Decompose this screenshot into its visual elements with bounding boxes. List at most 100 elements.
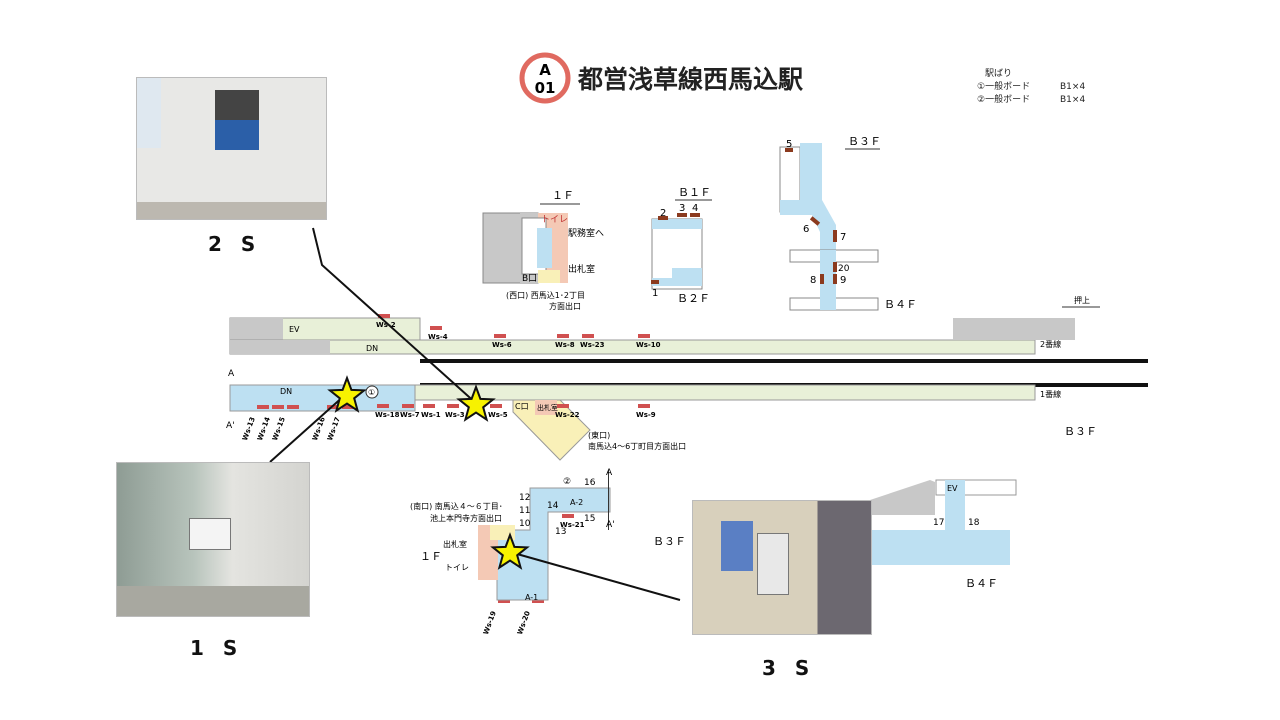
poster-number: 18 xyxy=(968,518,980,528)
board-marker: ② xyxy=(563,477,571,487)
ws-label: Ws-13 xyxy=(241,416,257,442)
ws-label: Ws-23 xyxy=(580,341,605,349)
logo-line: A xyxy=(539,61,551,79)
line-logo: A 01 xyxy=(519,52,571,104)
exit-description: 方面出口 xyxy=(549,301,581,311)
location-stars xyxy=(327,375,530,570)
room-label: 出札室 xyxy=(537,403,558,412)
callout-line-3s xyxy=(509,551,681,601)
track-label: 1番線 xyxy=(1040,389,1061,399)
stairs-label: DN xyxy=(280,387,292,396)
poster-number: 14 xyxy=(547,501,559,511)
toilet-label: トイレ xyxy=(541,215,568,225)
ws-poster-mark xyxy=(582,334,594,338)
wall-poster xyxy=(721,521,753,571)
b3f-b4f-shaft: Ｂ３Ｆ 5 6 7 8 9 20 Ｂ４Ｆ 押上 xyxy=(779,135,1100,311)
floor-label: Ｂ２Ｆ xyxy=(677,292,710,305)
ws-label: Ws-2 xyxy=(376,321,396,329)
callout-line-2s xyxy=(312,227,479,406)
ws-label: Ws-1 xyxy=(421,411,441,419)
poster-number: 6 xyxy=(803,224,809,235)
ev-label: EV xyxy=(947,484,958,493)
ws-poster-mark xyxy=(402,404,414,408)
ws-poster-mark xyxy=(447,404,459,408)
star-marker-icon xyxy=(456,384,496,422)
ws-poster-mark xyxy=(423,404,435,408)
b1f-b2f: Ｂ１Ｆ 2 3 4 1 Ｂ２Ｆ xyxy=(651,186,712,305)
ws-poster-mark xyxy=(498,599,510,603)
station-title: 都営浅草線西馬込駅 xyxy=(577,65,803,94)
ws-label: Ws-21 xyxy=(560,521,585,529)
ws-label: Ws-17 xyxy=(326,416,342,442)
ws-label: Ws-6 xyxy=(492,341,512,349)
ws-poster-mark xyxy=(557,334,569,338)
ws-poster-mark xyxy=(378,314,390,318)
floor-label: Ｂ４Ｆ xyxy=(884,298,917,311)
exit-label: C口 xyxy=(515,402,529,411)
room-label: 出札室 xyxy=(568,263,595,275)
legend-heading: 駅ばり xyxy=(985,68,1012,79)
ws-label: Ws-4 xyxy=(428,333,448,341)
star-marker-icon xyxy=(327,375,367,413)
poster-number: 11 xyxy=(519,506,530,516)
poster-number: 20 xyxy=(838,264,850,274)
ws-label: Ws-18 xyxy=(375,411,400,419)
ws-poster-mark xyxy=(257,405,269,409)
photo-2s xyxy=(136,77,327,220)
ws-poster-mark xyxy=(494,334,506,338)
ws-label: Ws-10 xyxy=(636,341,661,349)
marker-label: A-1 xyxy=(525,593,538,602)
poster-number: 1 xyxy=(652,288,658,299)
ws-label: Ws-22 xyxy=(555,411,580,419)
poster-number: 5 xyxy=(786,139,792,150)
ev-label: EV xyxy=(289,325,300,334)
section-marker: A' xyxy=(606,520,615,530)
floor-label: Ｂ４Ｆ xyxy=(965,577,998,590)
poster-number: 2 xyxy=(660,208,666,219)
exit-description: (東口) xyxy=(588,430,610,440)
exit-description: 南馬込4〜6丁町目方面出口 xyxy=(588,441,686,451)
board-poster xyxy=(215,120,259,150)
ws-poster-mark xyxy=(532,599,544,603)
ws-label: Ws-16 xyxy=(311,416,327,442)
poster-number: 8 xyxy=(810,275,816,286)
exit-description: (南口) 南馬込４〜６丁目･ xyxy=(410,501,503,511)
floor-label: Ｂ３Ｆ xyxy=(1064,425,1097,438)
ws-label: Ws-7 xyxy=(400,411,420,419)
star-marker-icon xyxy=(490,532,530,570)
ws-label: Ws-3 xyxy=(445,411,465,419)
poster-number: 13 xyxy=(555,527,566,537)
exit-label: B口 xyxy=(522,274,537,284)
ws-poster-mark xyxy=(287,405,299,409)
exit-description: (西口) 西馬込1･2丁目 xyxy=(506,291,585,300)
legend-label: ①一般ボード xyxy=(977,80,1030,92)
ws-poster-mark xyxy=(377,404,389,408)
poster-number: 15 xyxy=(584,514,595,524)
photo-label-2s: 2 S xyxy=(208,232,262,256)
board-marker: ① xyxy=(368,388,375,397)
poster-number: 12 xyxy=(519,493,530,503)
poster-number: 10 xyxy=(519,519,531,529)
ws-poster-mark xyxy=(557,404,569,408)
board-stand xyxy=(189,518,231,550)
poster-number: 17 xyxy=(933,518,944,528)
ws-poster-mark xyxy=(638,334,650,338)
photo-label-3s: 3 S xyxy=(762,656,816,680)
floor xyxy=(117,586,309,616)
ws-poster-mark xyxy=(272,405,284,409)
ws-label: Ws-14 xyxy=(256,416,272,442)
section-marker: A xyxy=(606,468,613,478)
room-label: 駅務室へ xyxy=(568,227,604,239)
ws-label: Ws-8 xyxy=(555,341,575,349)
stairs-label: DN xyxy=(366,344,378,353)
poster-legend: 駅ばり ①一般ボード B1×4 ②一般ボード B1×4 xyxy=(977,68,1085,105)
poster-number: 7 xyxy=(840,232,846,243)
photo-label-1s: 1 S xyxy=(190,636,244,660)
photo-1s xyxy=(116,462,310,617)
ws-label: Ws-19 xyxy=(482,610,498,636)
ws-label: Ws-9 xyxy=(636,411,656,419)
ws-label: Ws-15 xyxy=(271,416,287,442)
ws-label: Ws-20 xyxy=(516,610,532,636)
toilet-label: トイレ xyxy=(445,563,469,572)
